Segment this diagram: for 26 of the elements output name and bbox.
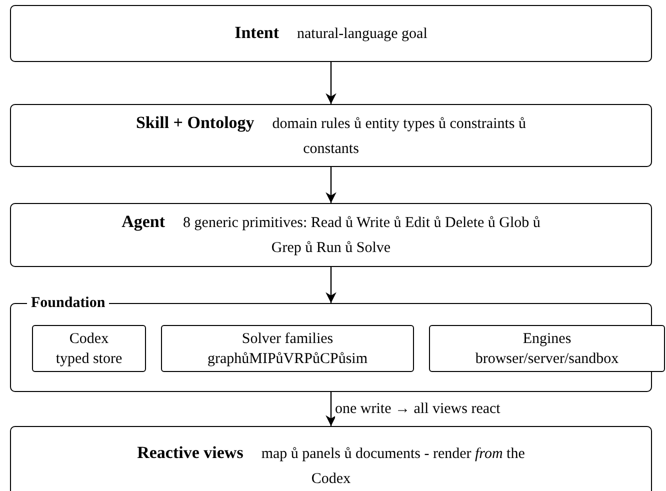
box-title: Agent: [122, 212, 166, 231]
process-box: [429, 325, 665, 372]
box-title: Solver families: [242, 330, 334, 348]
process-box: [10, 5, 652, 62]
box-description: domain rules ů entity types ů constraints ů constants: [272, 116, 526, 156]
box-description: graphůMIPůVRPůCPůsim: [207, 350, 368, 368]
process-box: [32, 325, 146, 372]
box-title: Engines: [522, 330, 572, 348]
box-title: Reactive views: [137, 443, 244, 462]
box-description: typed store: [56, 350, 122, 368]
arrow: [326, 267, 336, 303]
box-description: natural-language goal: [297, 26, 428, 42]
box-title: Skill + Ontology: [136, 112, 254, 132]
box-description: map ů panels ů documents - render from the Codex: [261, 446, 525, 487]
arrow: [326, 62, 336, 104]
arrow: [326, 167, 336, 203]
process-box: [10, 426, 652, 491]
process-box: [10, 104, 652, 167]
process-box: [161, 325, 414, 372]
edge-label: one write → all views react: [335, 400, 500, 418]
box-title: Codex: [69, 330, 109, 348]
arrow: [326, 392, 336, 426]
box-description: 8 generic primitives: Read ů Write ů Edit ů Delete ů Glob ů Grep ů Run ů Solve: [183, 215, 540, 256]
box-title: Intent: [234, 23, 280, 42]
box-description: browser/server/sandbox: [475, 350, 619, 368]
process-box: [10, 203, 652, 267]
